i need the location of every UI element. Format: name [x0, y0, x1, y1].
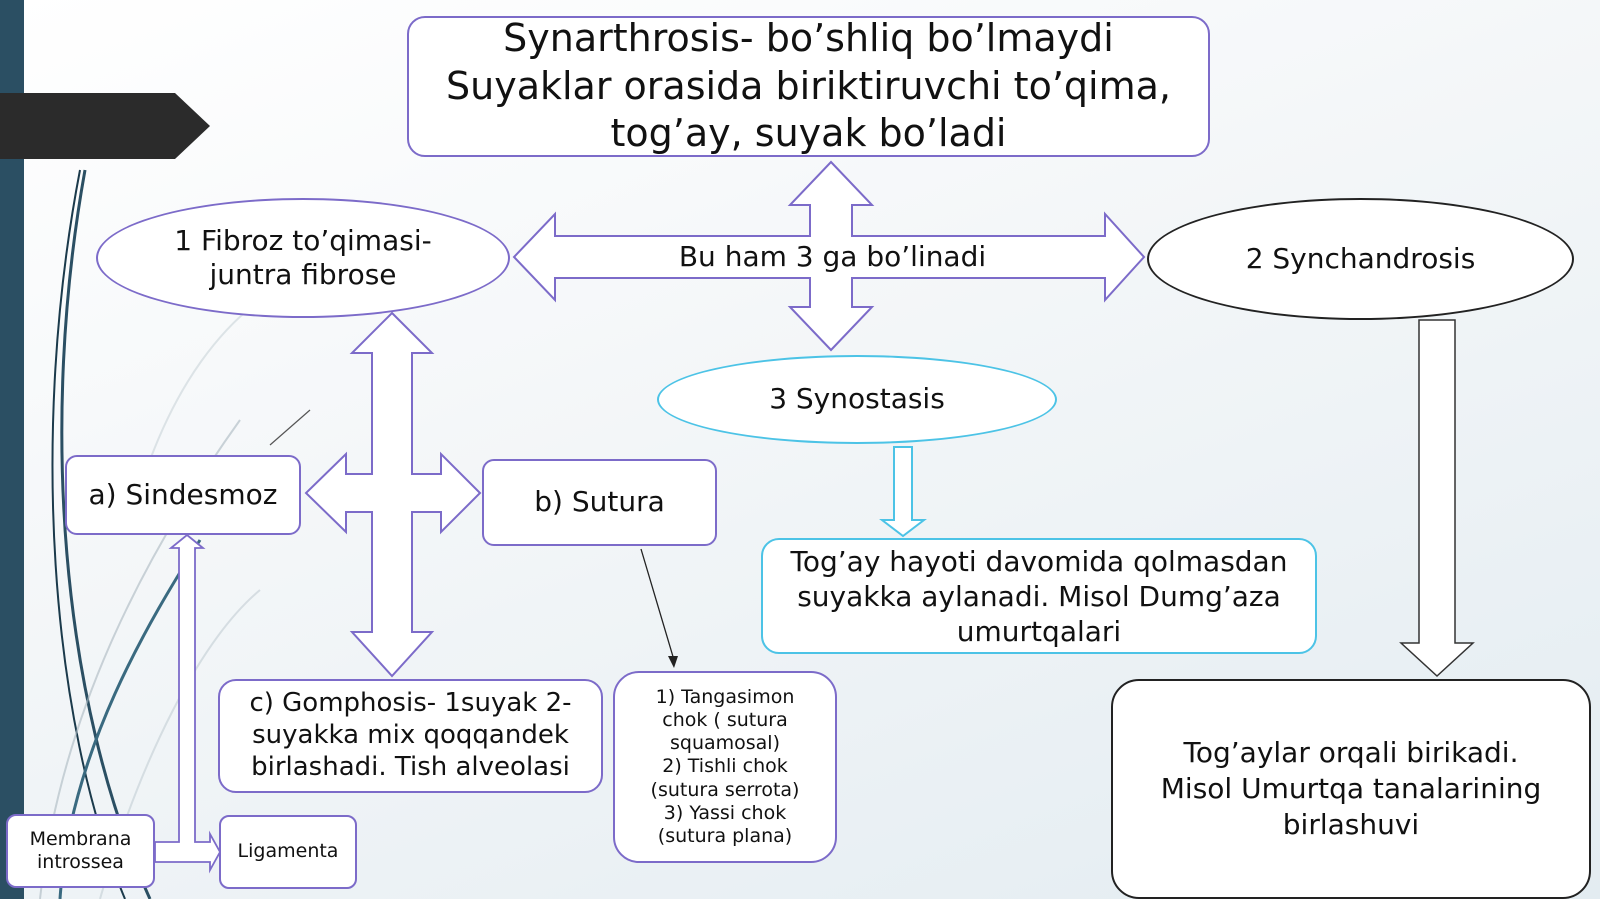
sutura-type-line: (sutura serrota)	[650, 778, 800, 801]
synostasis-desc-line-1: Tog’ay hayoti davomida qolmasdan	[790, 544, 1288, 578]
sutura-type-line: 2) Tishli chok	[662, 755, 788, 778]
synchandrosis-description-box: Tog’aylar orqali birikadi. Misol Umurtqa…	[1111, 679, 1591, 899]
sutura-type-line: (sutura plana)	[657, 824, 793, 847]
synchandrosis-down-arrow	[1399, 319, 1475, 678]
center-label: Bu ham 3 ga bo’linadi	[678, 239, 987, 273]
sindesmoz-box: a) Sindesmoz	[65, 455, 301, 535]
gomphosis-line-3: birlashadi. Tish alveolasi	[251, 751, 570, 782]
synostasis-desc-line-2: suyakka aylanadi. Misol Dumg’aza	[797, 579, 1281, 613]
synchandrosis-ellipse: 2 Synchandrosis	[1147, 198, 1574, 320]
synostasis-description-box: Tog’ay hayoti davomida qolmasdan suyakka…	[761, 538, 1317, 654]
membrana-box: Membrana introssea	[6, 814, 155, 888]
fibroz-line-2: juntra fibrose	[209, 258, 397, 291]
title-line-1: Synarthrosis- bo’shliq bo’lmaydi	[503, 16, 1114, 61]
title-tab-shape	[0, 93, 210, 159]
sutura-types-box: 1) Tangasimon chok ( sutura squamosal) 2…	[613, 671, 837, 863]
synostasis-desc-line-3: umurtqalari	[956, 614, 1122, 648]
sutura-type-line: 1) Tangasimon	[655, 685, 795, 708]
membrana-line-2: introssea	[37, 851, 124, 873]
ligamenta-box: Ligamenta	[219, 815, 357, 889]
sutura-type-line: chok ( sutura	[662, 709, 788, 732]
sutura-pointer-line	[640, 548, 675, 661]
gomphosis-box: c) Gomphosis- 1suyak 2- suyakka mix qoqq…	[218, 679, 603, 793]
synostasis-down-arrow	[879, 446, 927, 538]
title-line-3: tog’ay, suyak bo’ladi	[610, 111, 1007, 156]
synostasis-ellipse: 3 Synostasis	[657, 355, 1057, 444]
fibroz-ellipse: 1 Fibroz to’qimasi- juntra fibrose	[96, 198, 510, 318]
synarthrosis-title-box: Synarthrosis- bo’shliq bo’lmaydi Suyakla…	[407, 16, 1210, 157]
gomphosis-line-2: suyakka mix qoqqandek	[252, 720, 569, 751]
sutura-type-line: 3) Yassi chok	[663, 801, 787, 824]
sutura-pointer-arrowhead	[668, 656, 678, 668]
synchandrosis-desc-line-1: Tog’aylar orqali birikadi.	[1183, 736, 1519, 770]
title-line-2: Suyaklar orasida biriktiruvchi to’qima,	[446, 63, 1171, 108]
sutura-box: b) Sutura	[482, 459, 717, 546]
membrana-line-1: Membrana	[29, 827, 132, 850]
sutura-type-line: squamosal)	[669, 732, 780, 755]
fibroz-line-1: 1 Fibroz to’qimasi-	[174, 223, 432, 257]
synchandrosis-desc-line-3: birlashuvi	[1282, 807, 1420, 841]
synchandrosis-desc-line-2: Misol Umurtqa tanalarining	[1160, 772, 1542, 806]
gomphosis-line-1: c) Gomphosis- 1suyak 2-	[249, 688, 572, 719]
